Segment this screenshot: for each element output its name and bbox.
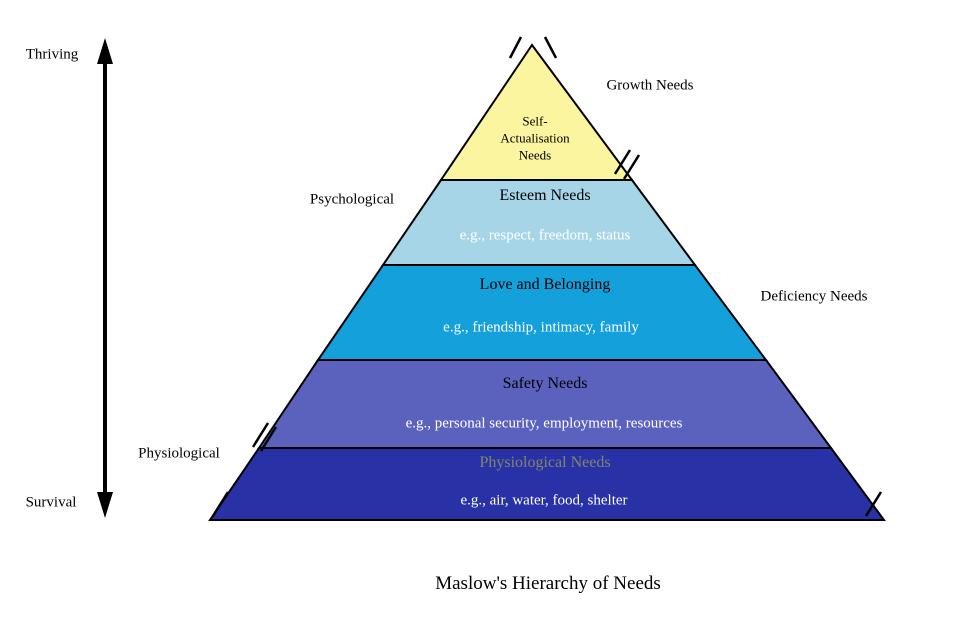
- bracket-label-psychological: Psychological: [309, 191, 395, 208]
- level-title-love-belonging: Love and Belonging: [479, 276, 611, 293]
- scale-arrow-head-top: [97, 38, 113, 64]
- tick-base-right: [864, 491, 883, 517]
- scale-label-survival: Survival: [25, 494, 77, 511]
- bracket-label-physiological: Physiological: [138, 445, 220, 462]
- tick-psych-physio-a: [251, 422, 270, 448]
- level-title-esteem: Esteem Needs: [499, 187, 591, 204]
- level-title-self-actualisation: Self-Actualisation Needs: [500, 113, 570, 163]
- bracket-label-deficiency-needs: Deficiency Needs: [760, 288, 868, 305]
- tick-base-left: [211, 491, 230, 517]
- tick-growth-deficiency-b: [622, 154, 641, 180]
- scale-arrow-head-bottom: [97, 492, 113, 518]
- pyramid-level-safety: [257, 359, 833, 449]
- tick-apex-left: [508, 36, 523, 59]
- bracket-label-growth-needs: Growth Needs: [606, 77, 694, 94]
- level-example-safety: e.g., personal security, employment, res…: [405, 415, 683, 432]
- tick-apex-right: [543, 36, 558, 59]
- level-title-physiological: Physiological Needs: [479, 454, 611, 471]
- tick-growth-deficiency-a: [613, 149, 632, 175]
- diagram-title: Maslow's Hierarchy of Needs: [435, 573, 661, 594]
- level-title-safety: Safety Needs: [502, 375, 588, 392]
- scale-label-thriving: Thriving: [25, 46, 79, 63]
- level-example-physiological: e.g., air, water, food, shelter: [460, 492, 628, 509]
- level-example-love-belonging: e.g., friendship, intimacy, family: [443, 319, 639, 336]
- tick-psych-physio-b: [259, 426, 278, 452]
- level-example-esteem: e.g., respect, freedom, status: [459, 227, 631, 244]
